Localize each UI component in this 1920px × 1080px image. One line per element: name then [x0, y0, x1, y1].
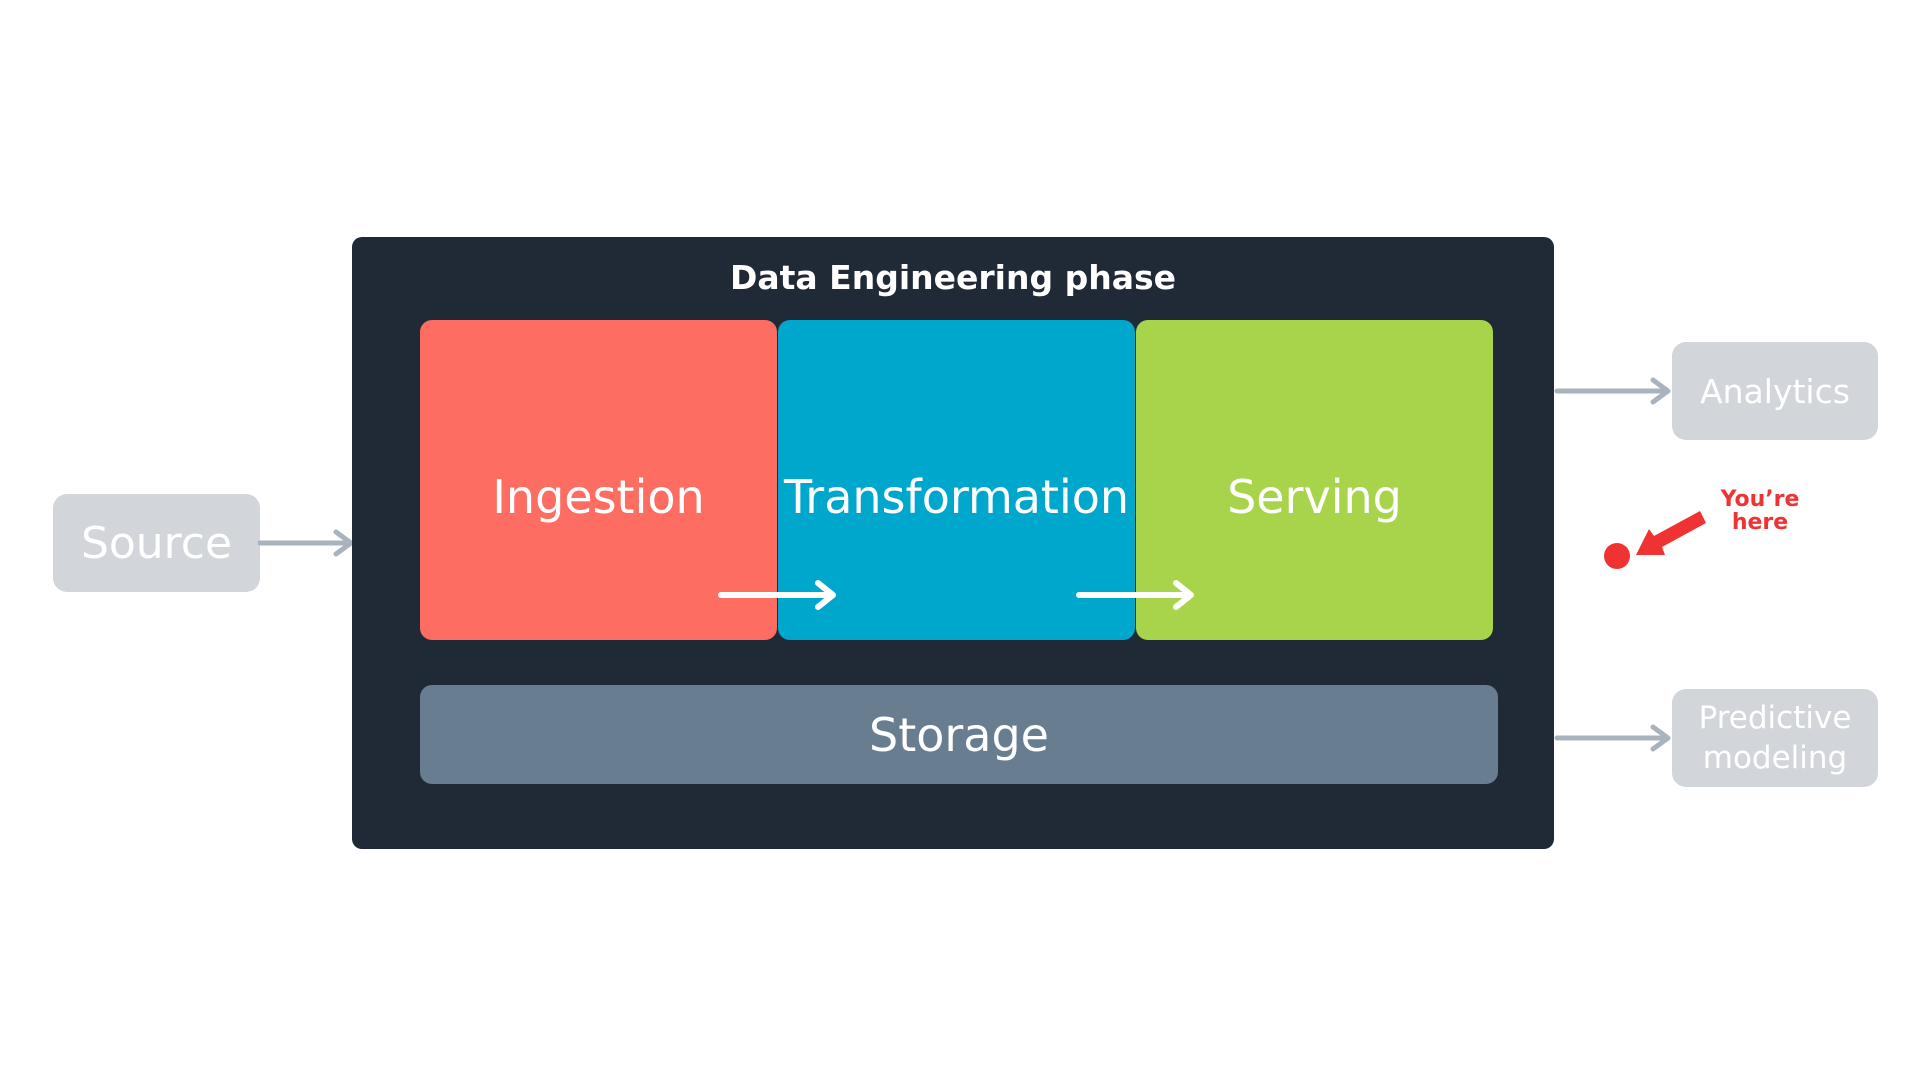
- storage-label: Storage: [869, 707, 1049, 762]
- phase-to-predictive-arrow: [1554, 724, 1671, 752]
- predictive-label-line1: Predictive: [1698, 699, 1852, 736]
- source-box: Source: [53, 494, 260, 592]
- source-label: Source: [80, 517, 233, 569]
- serving-label: Serving: [1227, 470, 1402, 524]
- analytics-label: Analytics: [1700, 371, 1850, 411]
- ingestion-to-transformation-arrow: [718, 580, 836, 610]
- you-are-here-label: You’re here: [1705, 488, 1815, 534]
- serving-stage: Serving: [1136, 320, 1493, 640]
- red-pointer-arrow-icon: [1636, 511, 1706, 555]
- transformation-stage: Transformation: [778, 320, 1135, 640]
- you-are-here-line2: here: [1731, 510, 1789, 536]
- source-to-phase-arrow: [257, 529, 354, 557]
- you-are-here-line1: You’re: [1720, 487, 1800, 512]
- transformation-label: Transformation: [783, 470, 1130, 524]
- analytics-box: Analytics: [1672, 342, 1878, 440]
- predictive-label-line2: modeling: [1702, 740, 1848, 776]
- ingestion-stage: Ingestion: [420, 320, 777, 640]
- storage-bar: Storage: [420, 685, 1498, 784]
- phase-to-analytics-arrow: [1554, 377, 1671, 405]
- ingestion-label: Ingestion: [492, 470, 705, 524]
- transformation-to-serving-arrow: [1076, 580, 1194, 610]
- phase-title: Data Engineering phase: [729, 258, 1176, 297]
- predictive-modeling-box: Predictive modeling: [1672, 689, 1878, 787]
- location-dot-icon: [1604, 543, 1630, 569]
